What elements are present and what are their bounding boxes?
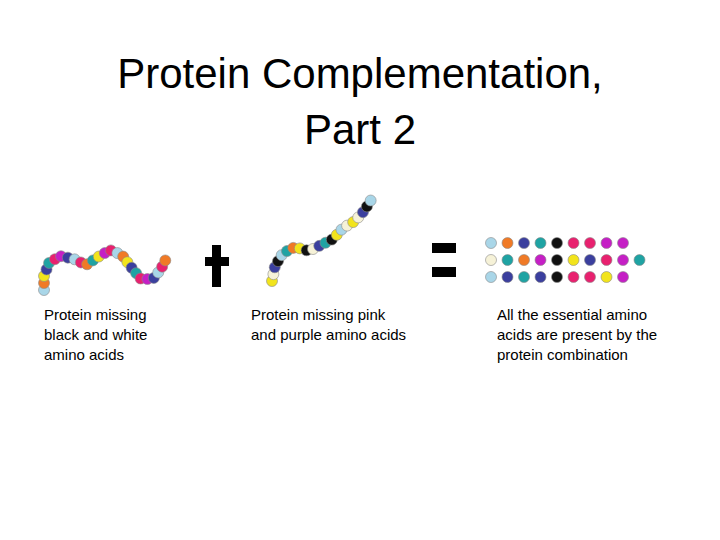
amino-acid-dot xyxy=(535,272,546,283)
amino-acid-dot xyxy=(502,238,513,249)
amino-acid-dot xyxy=(585,272,596,283)
amino-acid-dot xyxy=(601,272,612,283)
amino-acid-dot xyxy=(552,255,563,266)
caption-text: All the essential amino acids are presen… xyxy=(497,305,682,365)
amino-acid-dot xyxy=(502,255,513,266)
amino-acid-dot xyxy=(585,238,596,249)
amino-acid-dot xyxy=(486,238,497,249)
amino-acid-dot xyxy=(568,255,579,266)
equals-sign xyxy=(432,243,456,253)
amino-acid-dot xyxy=(568,238,579,249)
amino-acid-dot xyxy=(365,195,376,206)
amino-acid-dot xyxy=(535,255,546,266)
amino-acid-dot xyxy=(519,238,530,249)
amino-acid-dot xyxy=(618,255,629,266)
amino-acid-dot xyxy=(519,272,530,283)
caption-text: Protein missing pink and purple amino ac… xyxy=(251,305,411,345)
amino-acid-dot xyxy=(618,238,629,249)
equals-sign xyxy=(432,267,456,277)
amino-acid-dot xyxy=(486,272,497,283)
caption-text: Protein missing black and white amino ac… xyxy=(44,305,184,365)
amino-acid-dot xyxy=(601,238,612,249)
amino-acid-grid xyxy=(486,238,646,283)
amino-acid-dot xyxy=(535,238,546,249)
amino-acid-dot xyxy=(160,255,171,266)
amino-acid-dot xyxy=(618,272,629,283)
plus-sign xyxy=(212,245,221,287)
protein-chain xyxy=(39,245,171,296)
amino-acid-dot xyxy=(552,272,563,283)
amino-acid-dot xyxy=(585,255,596,266)
amino-acid-dot xyxy=(568,272,579,283)
amino-acid-dot xyxy=(601,255,612,266)
amino-acid-dot xyxy=(502,272,513,283)
amino-acid-dot xyxy=(519,255,530,266)
amino-acid-dot xyxy=(552,238,563,249)
protein-chain xyxy=(267,195,377,286)
amino-acid-dot xyxy=(486,255,497,266)
slide-title: Protein Complementation, Part 2 xyxy=(80,46,640,158)
amino-acid-dot xyxy=(634,255,645,266)
